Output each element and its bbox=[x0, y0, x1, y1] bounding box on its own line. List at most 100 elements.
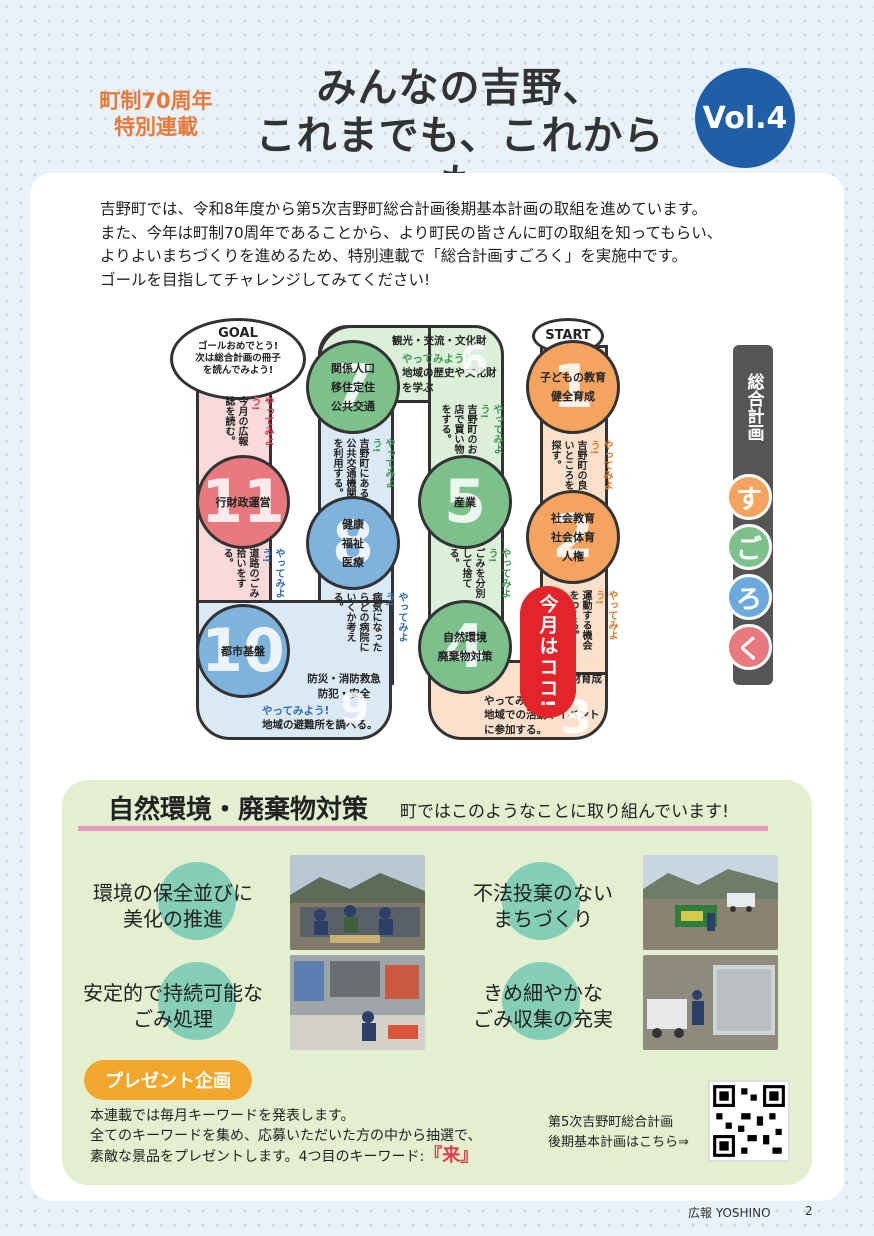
topic-1: 環境の保全並びに 美化の推進 bbox=[93, 881, 253, 931]
present-line-3: 素敵な景品をプレゼントします。4つ目のキーワード:『来』 bbox=[90, 1146, 510, 1167]
square-label: 子どもの教育 健全育成 bbox=[540, 371, 606, 403]
topic-3: 安定的で持続可能な ごみ処理 bbox=[83, 981, 263, 1031]
task-text: 吉野町の良いところを探す。 bbox=[549, 440, 586, 490]
qr-code[interactable] bbox=[708, 1080, 790, 1162]
present-campaign-title: プレゼント企画 bbox=[84, 1060, 252, 1100]
square-label: 都市基盤 bbox=[221, 644, 265, 658]
task-text: 今月の広報誌を読む。 bbox=[223, 396, 247, 446]
square-9-task: 地域の避難所を調べる。 bbox=[262, 719, 378, 731]
square-9-label: 防災・消防救急 防犯・安全 bbox=[307, 673, 381, 700]
square-5: 5 産業 bbox=[418, 455, 512, 549]
square-9-number: 9 bbox=[340, 684, 370, 733]
intro-line: ゴールを目指してチャレンジしてみてください! bbox=[100, 270, 431, 289]
photo-garbage-collection bbox=[643, 955, 778, 1050]
topic-circle bbox=[502, 962, 580, 1040]
square-7-task: やってみよう! 吉野町にある公共交通機関を利用する。 bbox=[330, 438, 395, 498]
section-subtitle: 町ではこのようなことに取り組んでいます! bbox=[400, 802, 729, 822]
sugoroku-label-top: 総合計画 bbox=[743, 373, 764, 441]
try-label: やってみよう! bbox=[383, 592, 407, 642]
square-4-task: やってみよう! ごみを分別して捨てる。 bbox=[446, 548, 511, 598]
photo-dumping-patrol bbox=[643, 855, 778, 950]
topic-2: 不法投棄のない まちづくり bbox=[473, 881, 613, 931]
square-label: 社会教育 社会体育 人権 bbox=[551, 511, 595, 563]
title-line1: みんなの吉野、 bbox=[316, 65, 604, 111]
task-text: 道路のごみ拾いをする。 bbox=[221, 548, 258, 598]
square-label: 行財政運営 bbox=[215, 495, 271, 509]
square-number: 11 bbox=[201, 467, 285, 537]
try-label: やってみよう! bbox=[370, 438, 394, 488]
current-position-marker: 今月はココ! bbox=[520, 586, 576, 718]
square-4: 4 自然環境 廃棄物対策 bbox=[418, 600, 512, 694]
task-text: 吉野町のお店で買い物をする。 bbox=[439, 404, 476, 454]
plan-link-line: 第5次吉野町総合計画 bbox=[548, 1115, 674, 1130]
task-text: 病気になったらどの病院にいくか考える。 bbox=[331, 592, 381, 652]
keyword: 『来』 bbox=[424, 1145, 479, 1166]
badge-line1: 町制70周年 bbox=[99, 89, 213, 113]
square-5-task: やってみよう! 吉野町のお店で買い物をする。 bbox=[438, 404, 503, 454]
square-2: 2 社会教育 社会体育 人権 bbox=[526, 490, 620, 584]
try-label: やってみよう! bbox=[588, 440, 612, 490]
square-6-label: 観光・交流・文化財 bbox=[392, 335, 487, 347]
present-line: 全てのキーワードを集め、応募いただいた方の中から抽選で、 bbox=[90, 1128, 482, 1144]
square-label: 産業 bbox=[454, 495, 476, 509]
sugoroku-char-1: す bbox=[726, 474, 772, 520]
square-6-task: 地域の歴史や文化財を学ぶ bbox=[402, 367, 497, 394]
goal-title: GOAL bbox=[218, 326, 258, 341]
try-label: やってみよう! bbox=[486, 548, 510, 598]
square-1: 1 子どもの教育 健全育成 bbox=[526, 340, 620, 434]
square-7: 7 関係人口 移住定住 公共交通 bbox=[306, 340, 400, 434]
present-text: 本連載では毎月キーワードを発表します。 全てのキーワードを集め、応募いただいた方… bbox=[90, 1106, 510, 1167]
anniversary-badge: 町制70周年 特別連載 bbox=[76, 88, 236, 140]
square-10-task: やってみよう! 道路のごみ拾いをする。 bbox=[220, 548, 285, 604]
sugoroku-board: GOAL ゴールおめでとう! 次は総合計画の冊子 を読んでみよう! START … bbox=[170, 318, 620, 740]
try-label: やってみよう! bbox=[249, 396, 273, 446]
badge-line2: 特別連載 bbox=[114, 115, 198, 139]
goal-text: ゴールおめでとう! 次は総合計画の冊子 を読んでみよう! bbox=[195, 341, 281, 376]
intro-text: 吉野町では、令和8年度から第5次吉野町総合計画後期基本計画の取組を進めています。… bbox=[100, 198, 760, 292]
sugoroku-char-3: ろ bbox=[726, 574, 772, 620]
square-6-try: やってみよう! bbox=[402, 353, 470, 365]
goal-bubble: GOAL ゴールおめでとう! 次は総合計画の冊子 を読んでみよう! bbox=[170, 318, 306, 400]
section-title: 自然環境・廃棄物対策 bbox=[108, 795, 369, 825]
square-9-try: やってみよう! bbox=[262, 705, 330, 717]
photo-waste-facility bbox=[290, 955, 425, 1050]
try-label: やってみよう! bbox=[260, 548, 284, 598]
square-number: 5 bbox=[444, 467, 486, 537]
present-line: 素敵な景品をプレゼントします。4つ目のキーワード: bbox=[90, 1149, 425, 1165]
try-label: やってみよう! bbox=[593, 590, 617, 640]
section-divider bbox=[78, 826, 768, 831]
intro-line: 吉野町では、令和8年度から第5次吉野町総合計画後期基本計画の取組を進めています。 bbox=[100, 200, 708, 218]
square-11: 11 行財政運営 bbox=[196, 455, 290, 549]
plan-link-line: 後期基本計画はこちら⇒ bbox=[548, 1135, 689, 1150]
square-label: 健康 福祉 医療 bbox=[342, 517, 364, 569]
topic-circle bbox=[158, 962, 236, 1040]
square-label: 自然環境 廃棄物対策 bbox=[437, 631, 493, 663]
sugoroku-char-2: ご bbox=[726, 524, 772, 570]
present-line: 本連載では毎月キーワードを発表します。 bbox=[90, 1108, 355, 1124]
intro-line: また、今年は町制70周年であることから、より町民の皆さんに町の取組を知ってもらい… bbox=[100, 223, 723, 242]
intro-line: よりよいまちづくりを進めるため、特別連載で「総合計画すごろく」を実施中です。 bbox=[100, 247, 688, 265]
square-number: 7 bbox=[332, 352, 374, 422]
plan-link-label: 第5次吉野町総合計画 後期基本計画はこちら⇒ bbox=[548, 1113, 718, 1153]
square-10: 10 都市基盤 bbox=[196, 604, 290, 698]
square-1-task: やってみよう! 吉野町の良いところを探す。 bbox=[548, 440, 613, 496]
volume-badge: Vol.4 bbox=[695, 68, 795, 168]
square-6-number: 6 bbox=[460, 338, 488, 384]
photo-cleanup bbox=[290, 855, 425, 950]
square-11-task: やってみよう! 今月の広報誌を読む。 bbox=[222, 396, 274, 452]
square-8-task: やってみよう! 病気になったらどの病院にいくか考える。 bbox=[330, 592, 408, 652]
square-number: 10 bbox=[201, 616, 285, 686]
square-label: 関係人口 移住定住 公共交通 bbox=[331, 361, 375, 413]
publication-name: 広報 YOSHINO bbox=[688, 1206, 771, 1220]
try-label: やってみよう! bbox=[478, 404, 502, 454]
square-number: 8 bbox=[332, 508, 374, 578]
square-number: 2 bbox=[552, 502, 594, 572]
page-number: 2 bbox=[805, 1204, 813, 1218]
topic-circle bbox=[502, 862, 580, 940]
square-8: 8 健康 福祉 医療 bbox=[306, 496, 400, 590]
sugoroku-char-4: く bbox=[726, 624, 772, 670]
task-text: ごみを分別して捨てる。 bbox=[447, 548, 484, 598]
task-text: 吉野町にある公共交通機関を利用する。 bbox=[331, 438, 368, 498]
topic-circle bbox=[158, 862, 236, 940]
square-number: 1 bbox=[552, 352, 594, 422]
